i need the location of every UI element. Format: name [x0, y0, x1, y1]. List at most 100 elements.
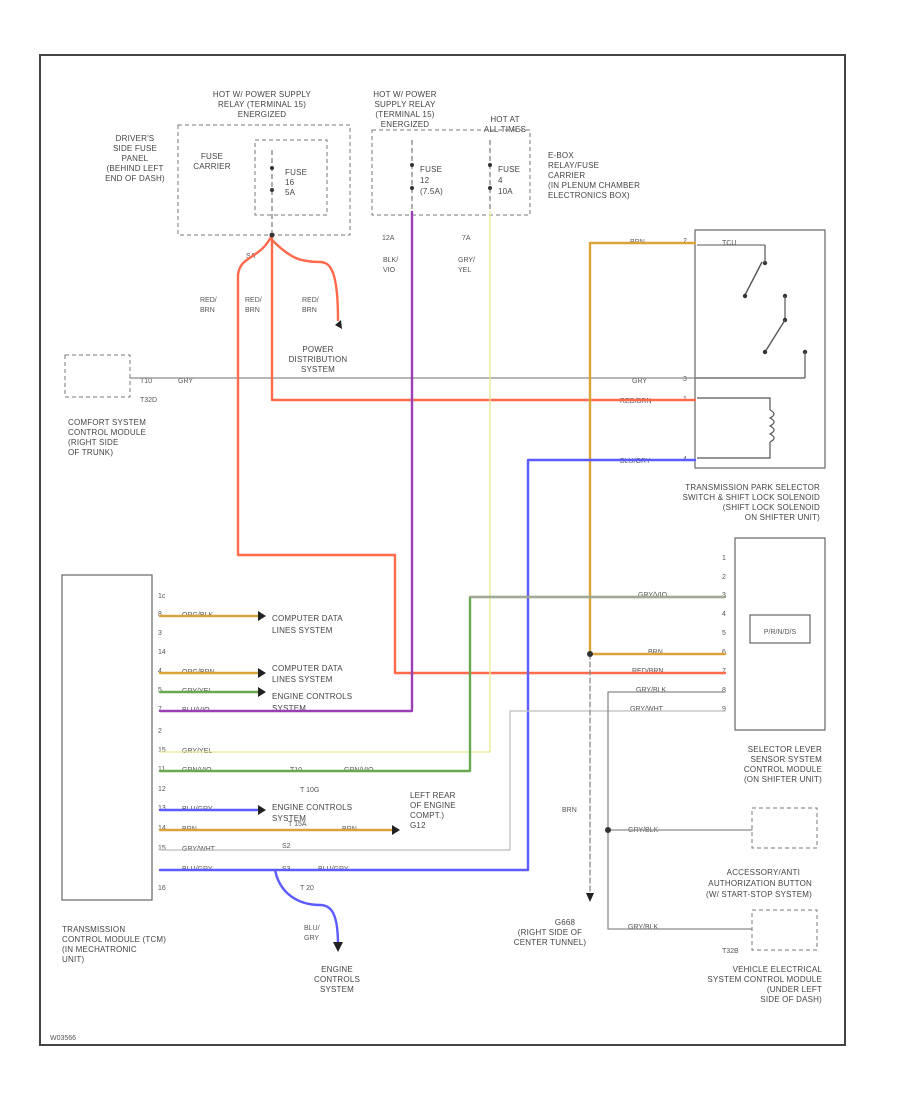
tcm-box [61, 574, 153, 901]
red-brn-label-2: RED/ BRN [245, 297, 262, 314]
label-line: RELAY (TERMINAL 15) [218, 100, 306, 109]
fuse-b-label: FUSE 12 (7.5A) [420, 165, 443, 196]
red-brn-label-3: RED/ BRN [302, 297, 319, 314]
ground-label: G668 (RIGHT SIDE OF CENTER TUNNEL) [514, 918, 586, 947]
label-line: UNIT) [62, 955, 84, 964]
label-line: (TERMINAL 15) [375, 110, 434, 119]
label-line: SWITCH & SHIFT LOCK SOLENOID [683, 493, 820, 502]
label-line: 16 [285, 178, 295, 187]
label-line: ACCESSORY/ANTI [727, 868, 800, 877]
label-line: OF ENGINE [410, 801, 456, 810]
label-line: PANEL [122, 154, 149, 163]
wire-color-label: GRY [178, 378, 193, 385]
label-line: BRN [245, 307, 260, 314]
label-line: FUSE [285, 168, 307, 177]
vehicle-electrical-box [751, 909, 818, 951]
label-line: ENGINE CONTROLS [272, 692, 352, 701]
label-line: (W/ START-STOP SYSTEM) [706, 890, 812, 899]
selector-inner-label: P/R/N/D/S [764, 629, 797, 636]
fuse-c-label: FUSE 4 10A [498, 165, 520, 196]
computer-data-1-label: COMPUTER DATA LINES SYSTEM [272, 614, 343, 635]
pin-label: 7A [462, 235, 471, 242]
wire-red-selector [236, 233, 727, 675]
label-line: GRY/ [458, 257, 475, 264]
label-line: GRY [304, 935, 319, 942]
label-line: RED/ [245, 297, 262, 304]
wire-purple [158, 210, 414, 713]
engine-controls-2-label: ENGINE CONTROLS SYSTEM [272, 803, 352, 823]
label-line: CONTROLS [314, 975, 360, 984]
label-line: FUSE [498, 165, 520, 174]
label-line: CONTROL MODULE [68, 428, 146, 437]
label-line: COMPUTER DATA [272, 664, 343, 673]
label-line: RED/ [302, 297, 319, 304]
pin-label: 9 [722, 706, 726, 713]
fuse-a-box [254, 139, 328, 216]
diagram-frame [39, 54, 846, 1046]
fuse-c-symbol [488, 140, 492, 210]
accessory-button-box [751, 807, 818, 849]
selector-pins: 1 2 3 4 5 6 7 8 9 [722, 555, 726, 713]
label-line: (BEHIND LEFT [106, 164, 163, 173]
label-line: OF TRUNK) [68, 448, 113, 457]
diagram-code: W03566 [50, 1035, 76, 1042]
pin-label: 15 [158, 845, 166, 852]
pin-label: 13 [158, 805, 166, 812]
wire-red-power [270, 238, 340, 322]
wire-color-label: BRN [562, 807, 577, 814]
tcm-pins: 1c 8 3 14 4 5 7 2 15 11 12 13 14 15 16 [158, 593, 166, 892]
label-line: ENERGIZED [238, 110, 286, 119]
label-line: SYSTEM CONTROL MODULE [707, 975, 822, 984]
wire-color-label: GRY/WHT [630, 706, 664, 713]
label-line: ENERGIZED [381, 120, 429, 129]
pin-label: 4 [722, 611, 726, 618]
label-line: FUSE [201, 152, 223, 161]
label-line: 4 [498, 176, 503, 185]
wire-tan-brn [588, 241, 727, 656]
e-box-label: E-BOX RELAY/FUSE CARRIER (IN PLENUM CHAM… [548, 151, 640, 200]
wire-color-label: RED/BRN [620, 398, 652, 405]
gry-yel-label: GRY/ YEL [458, 257, 475, 274]
wire-color-label: GRY [632, 378, 647, 385]
power-distribution-label: POWER DISTRIBUTION SYSTEM [289, 345, 348, 374]
pin-label: 3 [158, 630, 162, 637]
pin-label: 14 [158, 825, 166, 832]
wire-red-park [270, 233, 697, 402]
label-line: (IN PLENUM CHAMBER [548, 181, 640, 190]
label-line: CONTROL MODULE (TCM) [62, 935, 166, 944]
arrow-icon [258, 668, 266, 678]
label-line: (7.5A) [420, 187, 443, 196]
label-line: (IN MECHATRONIC [62, 945, 137, 954]
pin-label: 11 [158, 766, 165, 773]
label-line: CARRIER [193, 162, 230, 171]
tcm-label: TRANSMISSION CONTROL MODULE (TCM) (IN ME… [62, 925, 166, 964]
arrow-icon [392, 825, 400, 835]
pin-label: 2 [158, 728, 162, 735]
junction-dot [587, 651, 593, 657]
pin-label: 8 [722, 687, 726, 694]
hot-at-all-times-label: HOT AT ALL TIMES [484, 115, 526, 134]
arrow-icon [258, 611, 266, 621]
label-line: DRIVER'S [116, 134, 155, 143]
engine-controls-3-label: ENGINE CONTROLS SYSTEM [314, 965, 360, 994]
fuse-panel-label: DRIVER'S SIDE FUSE PANEL (BEHIND LEFT EN… [105, 134, 165, 183]
label-line: HOT AT [490, 115, 519, 124]
pin-label: 3 [683, 376, 687, 383]
pin-label: 4 [158, 668, 162, 675]
wire-yellow [159, 211, 491, 753]
selector-lever-box [734, 537, 826, 731]
label-line: YEL [458, 267, 471, 274]
arrow-icon [258, 687, 266, 697]
pin-label: 12A [382, 235, 395, 242]
label-line: VIO [383, 267, 396, 274]
pin-label: 5 [722, 630, 726, 637]
wire-color-label: RED/BRN [632, 668, 664, 675]
comfort-module-box [64, 354, 131, 398]
label-line: SYSTEM [301, 365, 335, 374]
park-pins: 2 3 1 4 [683, 238, 687, 463]
label-line: G12 [410, 821, 426, 830]
connector-label: T 10G [300, 787, 319, 794]
label-line: ON SHIFTER UNIT) [745, 513, 820, 522]
label-line: AUTHORIZATION BUTTON [708, 879, 812, 888]
fuse-a-label: FUSE 16 5A [285, 168, 307, 197]
